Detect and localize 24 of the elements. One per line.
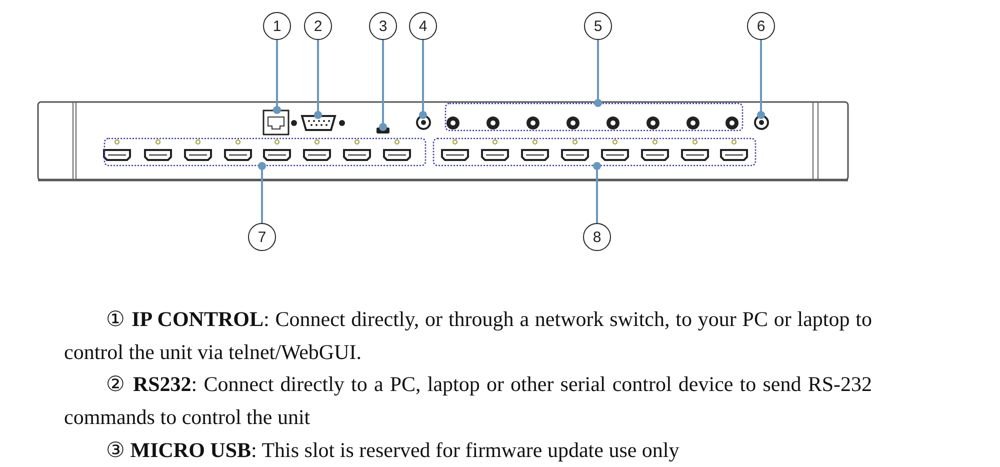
callout-number: 1 <box>263 12 291 40</box>
leader-line <box>594 40 602 107</box>
ethernet-port <box>263 110 289 135</box>
port-group <box>445 103 743 131</box>
leader-line <box>757 40 765 119</box>
callout-number: 3 <box>369 12 397 40</box>
callout-number: 7 <box>248 223 276 251</box>
description-paragraph: ① IP CONTROL: Connect directly, or through a network switch, to your PC or laptop to control the unit via telnet/WebGUI. <box>64 306 872 366</box>
callout-number: 5 <box>584 12 612 40</box>
port-group <box>433 138 756 166</box>
callout-number: 4 <box>409 12 437 40</box>
leader-line <box>314 40 322 119</box>
leader-line <box>273 40 281 114</box>
leader-line <box>419 40 427 119</box>
description-paragraph: ③ MICRO USB: This slot is reserved for firmware update use only <box>105 437 680 464</box>
callout-number: 6 <box>747 12 775 40</box>
leader-line <box>379 40 387 131</box>
callout-number: 8 <box>583 223 611 251</box>
serial-port <box>301 115 336 131</box>
description-paragraph: ② RS232: Connect directly to a PC, laptop or other serial control device to send RS-232 commands to control the unit <box>64 371 872 431</box>
port-group <box>104 138 426 166</box>
leader-line <box>593 162 601 223</box>
leader-line <box>258 162 266 223</box>
callout-number: 2 <box>304 12 332 40</box>
